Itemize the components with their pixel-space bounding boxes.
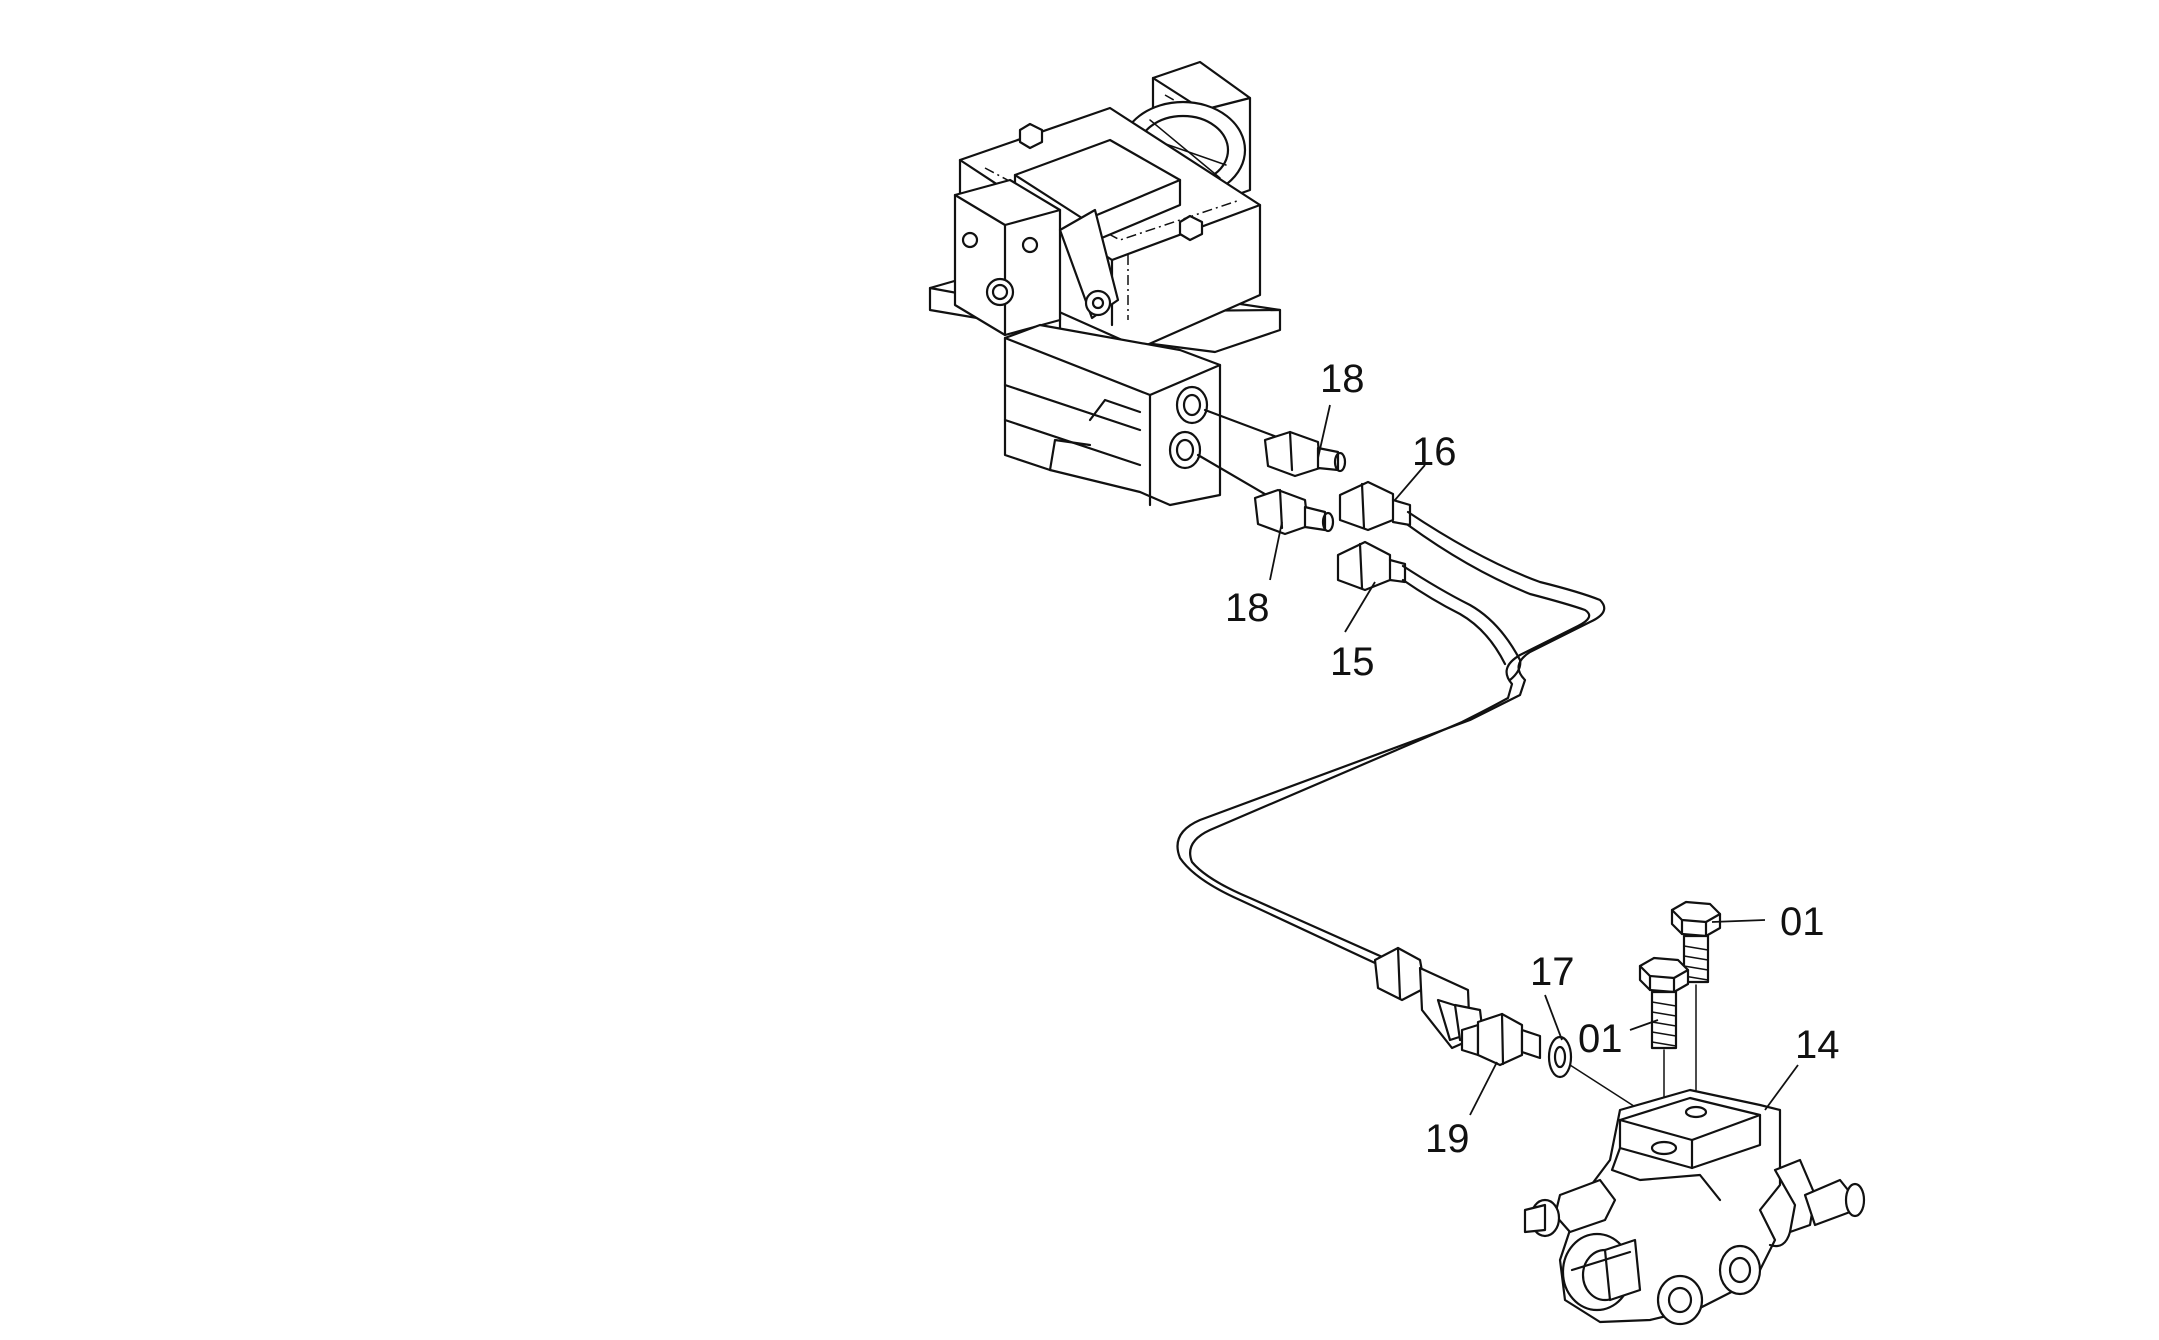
callout-16: 16: [1412, 430, 1457, 474]
leader-18-lower: [1269, 521, 1283, 581]
callout-17: 17: [1530, 950, 1575, 994]
callout-18-lower: 18: [1225, 586, 1270, 630]
leader-17: [1544, 994, 1563, 1041]
leader-01-lower: [1629, 1019, 1659, 1031]
adapter-fitting-19: [1460, 1012, 1542, 1067]
leader-15: [1344, 581, 1376, 633]
callout-18-upper: 18: [1320, 357, 1365, 401]
callout-01-lower: 01: [1578, 1017, 1623, 1061]
callout-14: 14: [1795, 1023, 1840, 1067]
valve-body: [953, 106, 1262, 350]
flange-bolt-upper: [1670, 900, 1722, 1091]
union-fitting-upper: [1203, 408, 1347, 478]
callout-01-upper: 01: [1780, 900, 1825, 944]
leader-01-upper: [1711, 919, 1766, 923]
leader-19: [1469, 1061, 1498, 1116]
callout-19: 19: [1425, 1117, 1470, 1161]
union-fitting-lower: [1196, 453, 1335, 536]
brake-master-cylinder: [1523, 1088, 1866, 1326]
flange-bolt-lower: [1638, 956, 1690, 1146]
callout-15: 15: [1330, 640, 1375, 684]
valve-lower-block: [1003, 323, 1222, 507]
leader-16: [1394, 464, 1426, 501]
brake-pipe-15: [1336, 540, 1522, 682]
brake-valve-assembly: [928, 60, 1282, 507]
callout-labels: 18 16 18 15 01 17 01 14 19: [1225, 357, 1840, 1161]
leader-14: [1764, 1064, 1799, 1111]
leader-lines: [1269, 404, 1799, 1116]
leader-18-upper: [1317, 404, 1331, 459]
